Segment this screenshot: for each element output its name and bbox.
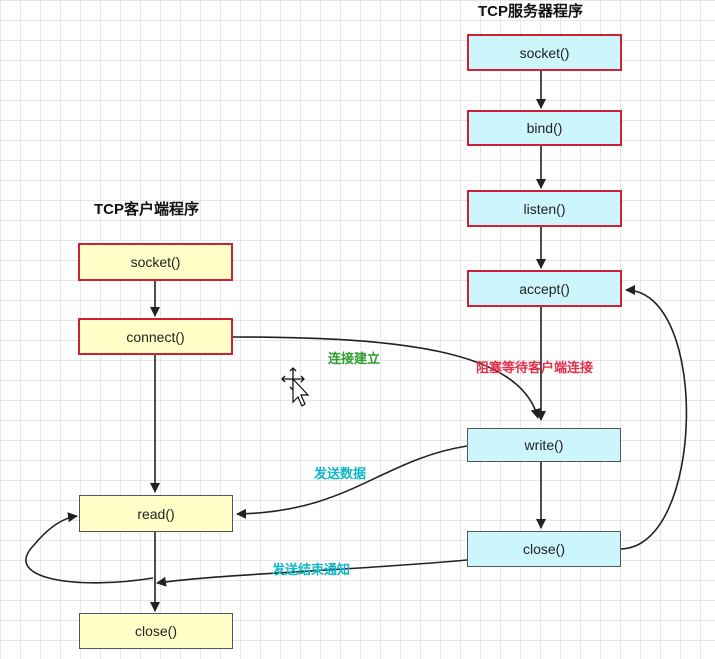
client-connect-box: connect() [78,318,233,355]
server-write-box: write() [467,428,621,462]
arrow-loop-read [25,512,154,584]
server-socket-box: socket() [467,34,622,71]
arrow-connection-establish [232,336,541,419]
server-title: TCP服务器程序 [478,3,584,20]
arrow-send-end [156,559,468,587]
arrow-send-data [236,445,468,519]
move-cursor-icon [281,367,310,407]
server-accept-box: accept() [467,270,622,307]
label-blocking: 阻塞等待客户端连接 [476,360,594,375]
arrow-loop-close-to-accept [619,285,688,550]
client-read-box: read() [79,495,233,532]
client-title: TCP客户端程序 [94,201,200,218]
client-close-box: close() [79,613,233,649]
server-close-box: close() [467,531,621,567]
server-bind-box: bind() [467,110,622,146]
label-connection: 连接建立 [328,351,381,366]
server-listen-box: listen() [467,190,622,227]
client-socket-box: socket() [78,243,233,281]
label-send-end: 发送结束通知 [272,562,351,577]
label-send-data: 发送数据 [314,466,367,481]
